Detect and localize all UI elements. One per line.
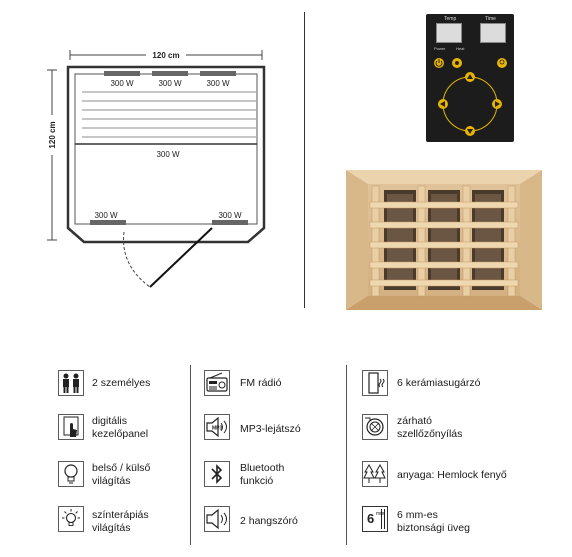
feature-label-persons: 2 személyes bbox=[92, 377, 151, 389]
bulb-icon bbox=[58, 461, 84, 487]
down-arrow-button[interactable] bbox=[465, 126, 475, 136]
sauna-interior-photo bbox=[346, 170, 542, 310]
col-divider-1 bbox=[190, 365, 191, 545]
feature-label-radio: FM rádió bbox=[240, 377, 282, 389]
feature-label-glass: 6 mm-es biztonsági üveg bbox=[397, 509, 470, 534]
width-dimension: 120 cm bbox=[69, 48, 263, 61]
glass-icon-number: 6 bbox=[367, 511, 375, 526]
speaker-icon bbox=[204, 506, 230, 532]
feature-label-panel: digitális kezelőpanel bbox=[92, 415, 149, 440]
left-arrow-button[interactable] bbox=[438, 99, 448, 109]
heater-label-front-left: 300 W bbox=[94, 211, 118, 220]
heater-label-back-center: 300 W bbox=[158, 79, 182, 88]
time-display bbox=[480, 23, 506, 43]
vertical-divider bbox=[304, 12, 305, 308]
light-button[interactable] bbox=[497, 58, 507, 68]
bluetooth-icon bbox=[204, 461, 230, 487]
feature-label-mp3: MP3-lejátszó bbox=[240, 423, 301, 435]
depth-dimension: 120 cm bbox=[45, 69, 59, 241]
panel-small-label-heat: Heat bbox=[456, 46, 465, 51]
up-arrow-button[interactable] bbox=[465, 72, 475, 82]
svg-text:MP3: MP3 bbox=[212, 426, 223, 432]
glass-icon-unit: mm bbox=[376, 511, 384, 517]
temp-display bbox=[436, 23, 462, 43]
ceramic-heater-icon bbox=[362, 370, 388, 396]
feature-label-lighting: belső / külső világítás bbox=[92, 462, 151, 487]
width-label: 120 cm bbox=[152, 51, 179, 60]
glass-icon: 6 mm bbox=[362, 506, 388, 532]
heater-label-back-left: 300 W bbox=[110, 79, 134, 88]
heater-label-front-right: 300 W bbox=[218, 211, 242, 220]
right-arrow-button[interactable] bbox=[492, 99, 502, 109]
control-panel: Temp Time Power Heat bbox=[426, 14, 514, 142]
feature-label-speakers: 2 hangszóró bbox=[240, 515, 298, 527]
floor-plan: 120 cm 120 cm 300 W 300 W 300 W 300 W 30… bbox=[45, 48, 266, 288]
feature-label-heaters: 6 kerámiasugárzó bbox=[397, 377, 481, 389]
vent-icon bbox=[362, 414, 388, 440]
col-divider-2 bbox=[346, 365, 347, 545]
mp3-speaker-icon: MP3 bbox=[204, 414, 230, 440]
control-panel-buttons bbox=[434, 58, 507, 136]
depth-label: 120 cm bbox=[48, 121, 57, 148]
heater-label-back-right: 300 W bbox=[206, 79, 230, 88]
radio-icon bbox=[204, 370, 230, 396]
panel-small-label-power: Power bbox=[434, 46, 446, 51]
feature-label-bluetooth: Bluetooth funkció bbox=[240, 462, 285, 487]
two-persons-icon bbox=[58, 370, 84, 396]
color-light-icon bbox=[58, 506, 84, 532]
feature-label-vent: zárható szellőzőnyílás bbox=[397, 415, 463, 440]
time-label: Time bbox=[485, 16, 496, 22]
touch-panel-icon bbox=[58, 414, 84, 440]
feature-label-wood: anyaga: Hemlock fenyő bbox=[397, 469, 507, 481]
feature-label-chromo: színterápiás világítás bbox=[92, 509, 149, 534]
trees-icon bbox=[362, 461, 388, 487]
temp-label: Temp bbox=[444, 16, 457, 22]
power-button[interactable] bbox=[434, 58, 444, 68]
heat-button[interactable] bbox=[452, 58, 462, 68]
heater-label-bench: 300 W bbox=[156, 150, 180, 159]
